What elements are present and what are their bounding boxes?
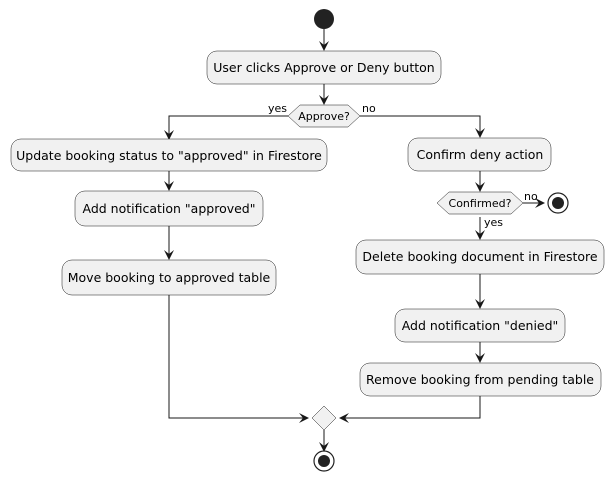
activity-click: User clicks Approve or Deny button bbox=[206, 50, 442, 85]
edge-remove-merge bbox=[342, 396, 481, 419]
activity-notify-approved-label: Add notification "approved" bbox=[82, 201, 255, 216]
arrow-approve-yes bbox=[164, 130, 174, 140]
arrow-start-click bbox=[319, 41, 329, 51]
label-confirmed-yes: yes bbox=[484, 216, 503, 229]
activity-delete-doc-label: Delete booking document in Firestore bbox=[362, 249, 597, 264]
activity-click-label: User clicks Approve or Deny button bbox=[213, 60, 434, 75]
decision-confirmed-shape bbox=[436, 191, 524, 215]
arrow-confirmed-yes bbox=[475, 230, 485, 240]
activity-move-approved: Move booking to approved table bbox=[61, 259, 277, 296]
label-approve-yes: yes bbox=[268, 102, 287, 115]
deny-stop-node-inner bbox=[552, 197, 564, 209]
label-confirmed-no: no bbox=[524, 190, 538, 203]
edge-move-merge bbox=[168, 295, 306, 419]
activity-delete-doc: Delete booking document in Firestore bbox=[355, 239, 605, 275]
arrow-delete-notify bbox=[475, 299, 485, 309]
start-node bbox=[314, 9, 334, 29]
decision-approve-label: Approve? bbox=[298, 110, 350, 123]
decision-confirmed: Confirmed? bbox=[436, 191, 524, 215]
activity-update-status-label: Update booking status to "approved" in F… bbox=[16, 148, 322, 163]
decision-approve-shape bbox=[287, 104, 361, 128]
activity-remove-pending-label: Remove booking from pending table bbox=[366, 372, 594, 387]
arrow-notify-remove bbox=[475, 353, 485, 363]
activity-confirm-deny: Confirm deny action bbox=[407, 137, 552, 172]
activity-remove-pending: Remove booking from pending table bbox=[359, 362, 602, 397]
arrow-update-notify bbox=[164, 181, 174, 191]
activity-confirm-deny-label: Confirm deny action bbox=[417, 147, 544, 162]
activity-update-status: Update booking status to "approved" in F… bbox=[10, 138, 328, 172]
arrow-notify-move bbox=[164, 250, 174, 260]
activity-move-approved-label: Move booking to approved table bbox=[68, 270, 271, 285]
activity-notify-denied-label: Add notification "denied" bbox=[402, 318, 559, 333]
edge-approve-no bbox=[360, 115, 481, 135]
decision-approve: Approve? bbox=[287, 104, 361, 128]
label-approve-no: no bbox=[362, 102, 376, 115]
arrow-merge-end bbox=[319, 442, 329, 452]
edge-approve-yes bbox=[168, 115, 288, 137]
end-node-inner bbox=[318, 455, 330, 467]
decision-confirmed-label: Confirmed? bbox=[449, 197, 512, 210]
merge-node bbox=[311, 405, 337, 431]
arrow-remove-merge bbox=[339, 413, 349, 423]
arrow-click-approve bbox=[319, 95, 329, 105]
activity-notify-denied: Add notification "denied" bbox=[394, 308, 566, 343]
activity-notify-approved: Add notification "approved" bbox=[74, 190, 264, 227]
arrow-approve-no bbox=[475, 128, 485, 138]
arrow-confirm-confirmed bbox=[475, 182, 485, 192]
arrow-move-merge bbox=[299, 413, 309, 423]
arrow-confirmed-no bbox=[535, 198, 545, 208]
